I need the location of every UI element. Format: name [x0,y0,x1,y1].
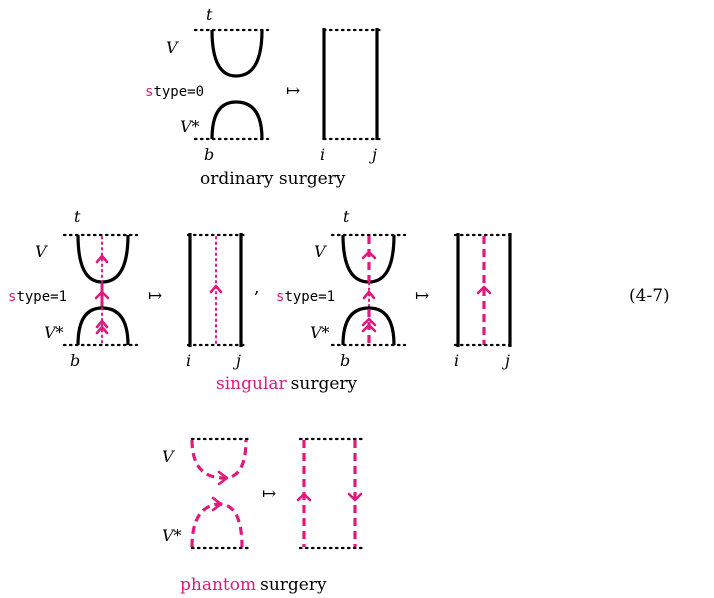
label-j: j [502,351,510,370]
label-t: t [74,207,81,226]
singular-surgery-dashed-pair: t V stype=1 V* b ↦ i j [276,207,517,370]
upward-arrow-icon [95,319,109,329]
stype-label: stype=0 [145,84,204,100]
caption-phantom: phantom surgery [180,575,327,595]
upward-arrow-icon [209,284,223,294]
cap-arc [210,100,264,140]
label-i: i [186,351,191,370]
equation-number: (4-7) [629,286,670,306]
stype-label: stype=1 [276,289,335,305]
maps-to-arrow: ↦ [262,484,276,504]
label-Vstar: V* [44,323,64,342]
singular-surgery-dotted-pair: t V stype=1 V* b ↦ i j , [8,207,259,370]
upward-arrow-icon [94,290,110,300]
upward-arrow-icon [95,254,109,264]
label-b: b [70,351,80,370]
downward-arrow-icon [347,492,363,502]
label-Vstar: V* [162,526,182,545]
cup-arc [210,29,264,78]
label-b: b [204,145,214,164]
label-V: V [314,242,327,261]
upward-arrow-icon [476,285,492,295]
maps-to-arrow: ↦ [286,81,300,101]
phantom-surgery-block: V V* ↦ [162,437,366,550]
ordinary-surgery-block: t V stype=0 V* b ↦ i j ordinary surgery [145,5,386,189]
upward-arrow-icon [95,325,109,335]
upward-arrow-icon [361,250,377,260]
phantom-cup-dashed [190,439,248,480]
stype-label: stype=1 [8,289,67,305]
rightward-arrow-icon [211,496,223,512]
label-b: b [340,351,350,370]
label-Vstar: V* [310,323,330,342]
label-V: V [162,447,175,466]
rightward-arrow-icon [217,470,229,486]
caption-singular: singular surgery [216,374,358,394]
maps-to-arrow: ↦ [415,286,429,306]
label-i: i [454,351,459,370]
label-i: i [320,145,325,164]
label-V: V [166,38,179,57]
cap-arc [341,306,396,346]
label-t: t [343,207,350,226]
maps-to-arrow: ↦ [148,286,162,306]
label-t: t [206,5,213,24]
label-j: j [369,145,377,164]
caption-ordinary: ordinary surgery [200,169,346,189]
upward-arrow-icon [361,317,377,327]
phantom-cap-dashed [190,502,244,548]
label-V: V [35,242,48,261]
comma-separator: , [254,278,259,298]
upward-arrow-icon [296,492,312,502]
label-j: j [233,351,241,370]
upward-arrow-icon [361,323,377,333]
label-Vstar: V* [180,117,200,136]
upward-arrow-icon [362,290,376,300]
